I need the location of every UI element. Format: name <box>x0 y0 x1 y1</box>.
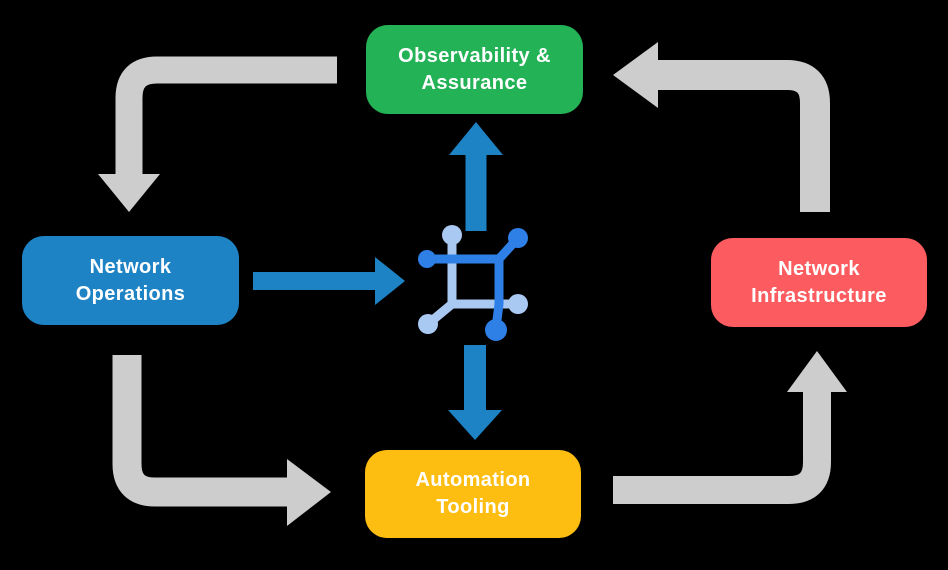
flow-arrow-operations-to-center <box>253 257 405 305</box>
flow-arrow-center-to-automation <box>448 345 502 440</box>
node-observability-label-line1: Observability & <box>398 44 551 67</box>
network-mesh-icon-dark-layer <box>418 228 528 341</box>
node-network-operations: Network Operations <box>22 236 239 325</box>
node-operations-label-line2: Operations <box>75 282 186 305</box>
cycle-arrow-automation-to-infrastructure <box>613 351 847 504</box>
cycle-arrow-infrastructure-to-observability <box>613 42 830 212</box>
node-infrastructure-label-line2: Infrastructure <box>751 284 887 307</box>
flow-arrow-center-to-observability <box>449 122 503 231</box>
node-observability-assurance: Observability & Assurance <box>366 25 583 114</box>
node-automation-label-line1: Automation <box>415 469 531 491</box>
network-mesh-icon <box>418 225 528 341</box>
node-operations-label-line1: Network <box>89 255 172 278</box>
node-automation-tooling: Automation Tooling <box>365 450 581 538</box>
node-observability-label-line2: Assurance <box>421 71 528 94</box>
node-network-infrastructure: Network Infrastructure <box>711 238 927 327</box>
cycle-arrow-observability-to-operations <box>98 56 337 212</box>
node-infrastructure-label-line1: Network <box>778 257 860 280</box>
cycle-arrow-operations-to-automation <box>112 355 331 526</box>
node-automation-label-line2: Tooling <box>436 496 510 518</box>
